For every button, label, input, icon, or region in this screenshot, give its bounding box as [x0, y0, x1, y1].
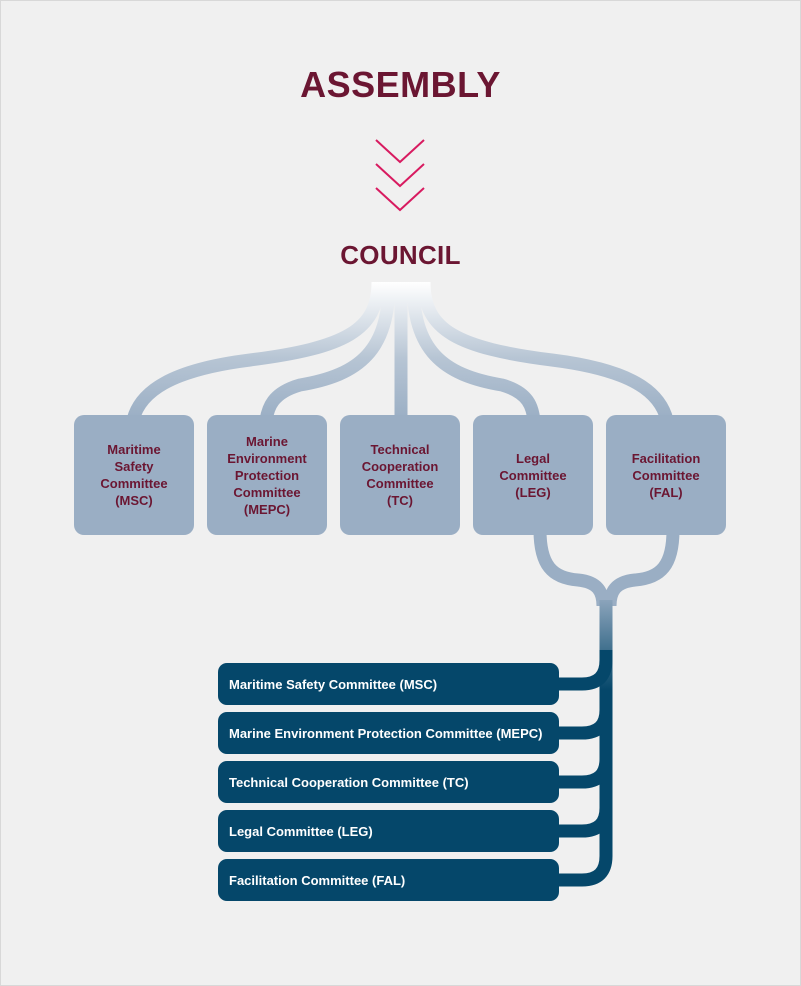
chevron-arrows [375, 139, 425, 212]
council-title: COUNCIL [340, 240, 461, 270]
merge-line-leg [533, 529, 610, 607]
committee-bar-fal: Facilitation Committee (FAL) [218, 859, 559, 901]
fan-line-mepc [259, 281, 396, 422]
fan-line-msc [126, 281, 385, 422]
committee-box-leg: Legal Committee (LEG) [473, 415, 593, 535]
merge-line-fal [603, 529, 680, 607]
fan-line-leg [406, 281, 541, 422]
bar-connector-2 [555, 700, 613, 740]
bar-connector-5 [555, 830, 613, 887]
committee-bar-leg: Legal Committee (LEG) [218, 810, 559, 852]
committee-box-fal: Facilitation Committee (FAL) [606, 415, 726, 535]
committee-bar-mepc: Marine Environment Protection Committee … [218, 712, 559, 754]
bar-connector-3 [555, 750, 613, 789]
bar-connectors [555, 650, 613, 887]
committee-box-mepc: Marine Environment Protection Committee … [207, 415, 327, 535]
chevron-down-icon [375, 187, 425, 212]
bar-connector-1 [555, 650, 613, 691]
chevron-down-icon [375, 139, 425, 164]
merge-lines [533, 529, 680, 607]
committee-bar-msc: Maritime Safety Committee (MSC) [218, 663, 559, 705]
council-fan [126, 281, 674, 422]
committee-box-msc: Maritime Safety Committee (MSC) [74, 415, 194, 535]
chevron-down-icon [375, 163, 425, 188]
assembly-title: ASSEMBLY [300, 64, 501, 105]
bar-connector-4 [555, 800, 613, 838]
fan-line-fal [417, 281, 674, 422]
committee-box-tc: Technical Cooperation Committee (TC) [340, 415, 460, 535]
committee-bar-tc: Technical Cooperation Committee (TC) [218, 761, 559, 803]
